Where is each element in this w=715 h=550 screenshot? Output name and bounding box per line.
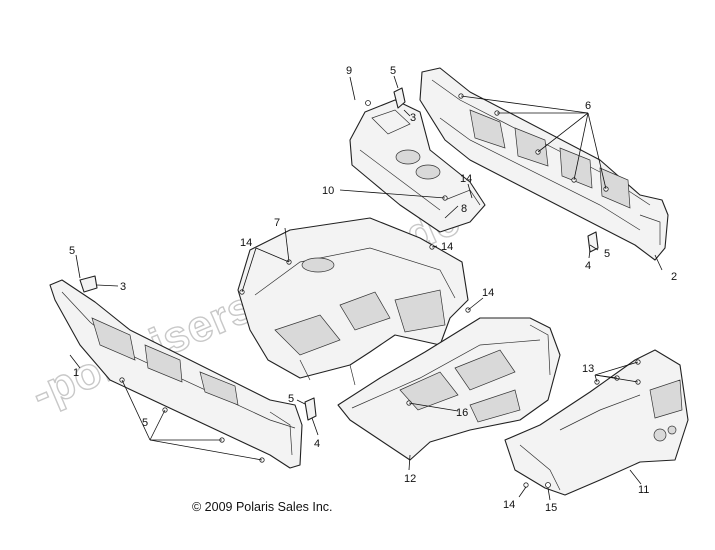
bracket-lower-4[interactable] xyxy=(304,397,317,421)
callout-15: 15 xyxy=(545,502,557,514)
callout-9: 9 xyxy=(346,65,352,77)
center-console[interactable] xyxy=(349,99,486,233)
callout-5: 5 xyxy=(142,417,148,429)
rear-floor-tub[interactable] xyxy=(237,217,469,386)
callout-10: 10 xyxy=(322,185,334,197)
callout-5: 5 xyxy=(604,248,610,260)
callout-5: 5 xyxy=(69,245,75,257)
callout-4: 4 xyxy=(585,260,591,272)
callout-5: 5 xyxy=(390,65,396,77)
callout-7: 7 xyxy=(274,217,280,229)
right-rocker-panel[interactable] xyxy=(419,67,669,261)
callout-14: 14 xyxy=(240,237,252,249)
callout-8: 8 xyxy=(461,203,467,215)
bracket-top-3[interactable] xyxy=(393,87,406,109)
callout-labels: 9 5 3 6 10 14 8 7 14 14 5 4 2 14 5 3 1 5… xyxy=(69,65,677,514)
left-rocker-panel[interactable] xyxy=(49,279,303,469)
callout-3: 3 xyxy=(120,281,126,293)
callout-14: 14 xyxy=(482,287,494,299)
callout-13: 13 xyxy=(582,363,594,375)
callout-5: 5 xyxy=(288,393,294,405)
callout-3: 3 xyxy=(410,112,416,124)
callout-1: 1 xyxy=(73,367,79,379)
front-floor-pan[interactable] xyxy=(337,317,561,461)
callout-2: 2 xyxy=(671,271,677,283)
callout-12: 12 xyxy=(404,473,416,485)
front-bulkhead[interactable] xyxy=(504,349,689,496)
callout-4: 4 xyxy=(314,438,320,450)
callout-14: 14 xyxy=(441,241,453,253)
bracket-right-4[interactable] xyxy=(587,231,599,253)
copyright-text: © 2009 Polaris Sales Inc. xyxy=(192,500,333,514)
callout-14: 14 xyxy=(503,499,515,511)
leader-lines xyxy=(69,75,663,501)
callout-14: 14 xyxy=(460,173,472,185)
callout-6: 6 xyxy=(585,100,591,112)
bracket-left-3[interactable] xyxy=(79,275,98,293)
callout-16: 16 xyxy=(456,407,468,419)
callout-11: 11 xyxy=(638,484,649,496)
